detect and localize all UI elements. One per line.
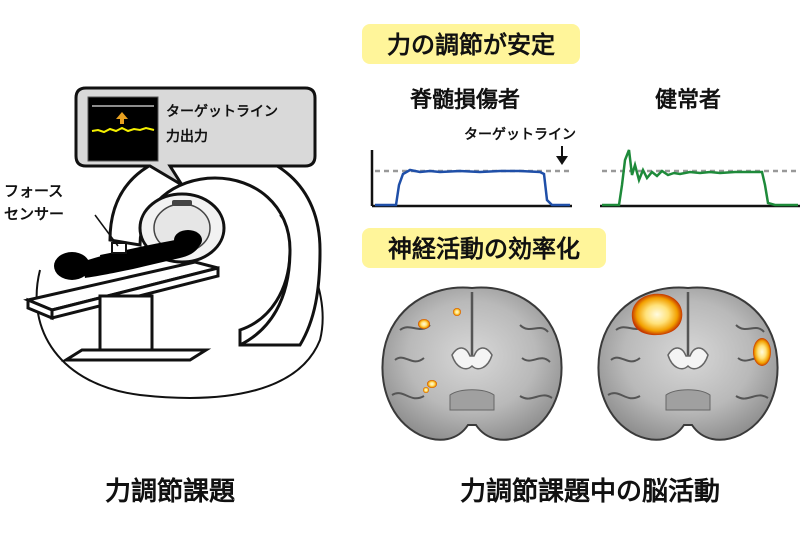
force-sensor-label-2: センサー bbox=[4, 205, 64, 223]
right-caption: 力調節課題中の脳活動 bbox=[460, 476, 720, 507]
stability-panel: 力の調節が安定 脊髄損傷者 健常者 ターゲットライン bbox=[362, 24, 800, 208]
sci-force-plot bbox=[370, 150, 572, 208]
force-output-trace bbox=[91, 126, 155, 134]
left-caption: 力調節課題 bbox=[105, 476, 236, 507]
efficiency-heading-bg bbox=[362, 228, 606, 268]
stability-heading: 力の調節が安定 bbox=[387, 31, 555, 59]
table-pedestal bbox=[98, 294, 154, 360]
mri-scene: フォース センサー ターゲットライン 力出力 力調節課題 bbox=[4, 86, 324, 507]
efficiency-panel: 神経活動の効率化 力調 bbox=[362, 228, 779, 507]
stability-heading-bg bbox=[362, 24, 580, 64]
scanner-side bbox=[239, 249, 322, 347]
brain-slice-healthy bbox=[597, 286, 779, 441]
healthy-label: 健常者 bbox=[655, 87, 721, 113]
monitor-target-line-label: ターゲットライン bbox=[166, 103, 278, 120]
sci-force-trace bbox=[375, 168, 570, 207]
patient-silhouette bbox=[54, 230, 202, 280]
up-arrow-icon bbox=[116, 112, 128, 124]
healthy-force-trace bbox=[602, 149, 798, 207]
force-sensor-label-1: フォース bbox=[4, 182, 63, 200]
sci-label: 脊髄損傷者 bbox=[409, 87, 520, 113]
force-sensor-device bbox=[111, 242, 127, 254]
activation-spots-healthy bbox=[631, 293, 771, 366]
monitor-force-output-label: 力出力 bbox=[166, 128, 208, 145]
activation-spots-sci bbox=[418, 308, 461, 393]
efficiency-heading: 神経活動の効率化 bbox=[388, 235, 580, 263]
brain-slice-sci bbox=[381, 286, 563, 441]
healthy-force-plot bbox=[600, 149, 800, 208]
down-arrow-icon bbox=[556, 146, 568, 165]
target-line-annotation: ターゲットライン bbox=[464, 126, 576, 143]
